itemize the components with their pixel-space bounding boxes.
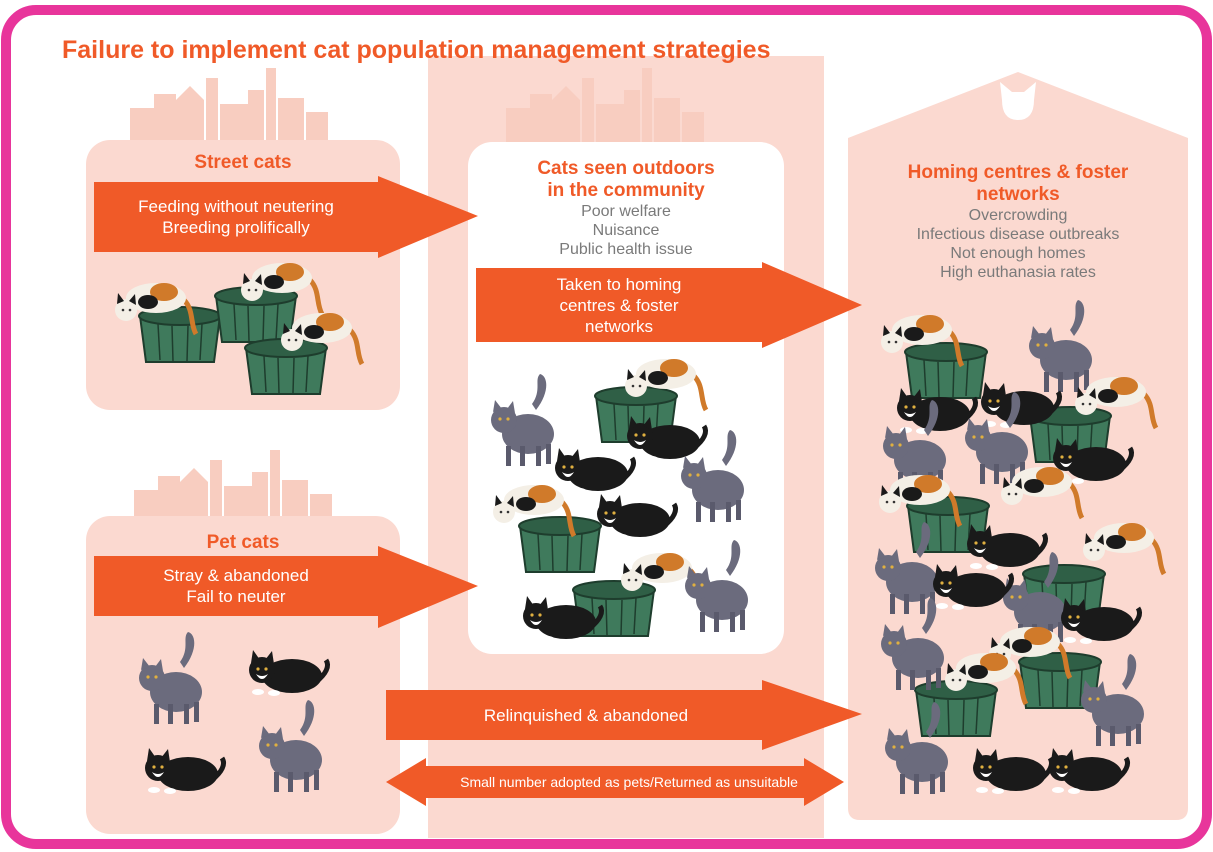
bin-icon	[138, 306, 222, 363]
list-item: Nuisance	[592, 222, 660, 239]
list-item: Infectious disease outbreaks	[916, 226, 1120, 243]
pet-cats-arrow-line: Stray & abandoned	[163, 566, 309, 585]
arrow-relinquished	[386, 680, 862, 750]
homing-heading: Homing centres & foster networks	[860, 162, 1176, 206]
street-cats-arrow-line: Feeding without neutering	[138, 197, 334, 216]
list-item: Public health issue	[559, 241, 693, 258]
homing-issues-list: Overcrowding Infectious disease outbreak…	[860, 206, 1176, 282]
pet-cats-arrow-line: Fail to neuter	[186, 587, 286, 606]
arrow-taken-to-homing	[476, 262, 862, 348]
arrow-street-cats	[94, 176, 478, 258]
cat-head-icon	[1000, 82, 1036, 120]
list-item: Not enough homes	[950, 245, 1086, 262]
taken-arrow-line: centres & foster	[559, 295, 679, 315]
pet-cats-arrow-text: Stray & abandoned Fail to neuter	[94, 556, 378, 616]
community-issues-list: Poor welfare Nuisance Public health issu…	[468, 202, 784, 259]
street-cats-panel	[86, 140, 400, 410]
pet-cats-heading: Pet cats	[206, 532, 280, 553]
taken-arrow-line: networks	[584, 316, 654, 336]
bin-icon	[518, 516, 602, 573]
adopted-returned-arrow-text: Small number adopted as pets/Returned as…	[460, 773, 798, 790]
community-heading-line: Cats seen outdoors	[537, 158, 715, 179]
list-item: Poor welfare	[581, 203, 671, 220]
taken-to-homing-arrow-text: Taken to homing centres & foster network…	[476, 268, 762, 342]
bin-icon	[904, 342, 988, 399]
arrow-pet-cats	[94, 546, 478, 628]
taken-arrow-line: Taken to homing	[556, 274, 682, 294]
homing-heading-line: networks	[976, 184, 1060, 205]
street-cats-arrow-line: Breeding prolifically	[162, 218, 310, 237]
list-item: Overcrowding	[968, 207, 1068, 224]
page-title: Failure to implement cat population mana…	[62, 36, 771, 64]
list-item: High euthanasia rates	[940, 264, 1096, 281]
street-cats-heading: Street cats	[194, 152, 292, 173]
community-heading-line: in the community	[547, 180, 705, 201]
community-heading: Cats seen outdoors in the community	[468, 158, 784, 202]
homing-heading-line: Homing centres & foster	[907, 162, 1129, 183]
arrow-adopted-returned	[386, 758, 844, 806]
relinquished-arrow-text: Relinquished & abandoned	[483, 705, 689, 725]
street-cats-arrow-text: Feeding without neutering Breeding proli…	[94, 182, 378, 252]
